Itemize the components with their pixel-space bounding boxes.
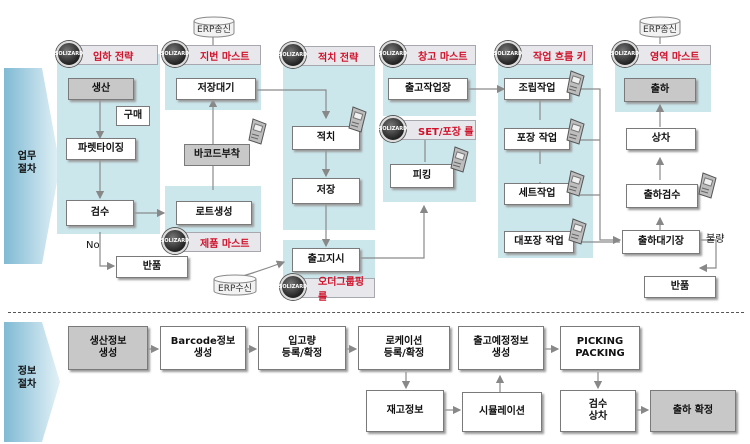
picking-packing-box: PICKING PACKING (560, 326, 640, 370)
erp-recv-cylinder (213, 274, 257, 296)
return-box-2: 반품 (644, 276, 716, 298)
barcode-scanner-icon (566, 170, 585, 197)
inspect-load-box: 검수 상차 (560, 390, 636, 432)
storage-wait-box: 저장대기 (176, 78, 256, 100)
barcode-scanner-icon (566, 118, 585, 145)
location-register-box: 로케이션 등록/확정 (358, 326, 450, 370)
barcode-scanner-icon (698, 172, 717, 199)
receipt-qty-box: 입고량 등록/확정 (258, 326, 346, 370)
erp-send-cylinder-1 (193, 16, 235, 38)
lot-create-box: 로트생성 (176, 201, 252, 225)
inspection-box: 검수 (66, 200, 134, 226)
stack-box: 적치 (292, 126, 360, 150)
defect-label: 불량 (706, 234, 725, 245)
erp-send-cylinder-2 (639, 16, 681, 38)
shipping-box: 출하 (624, 78, 696, 102)
big-packing-box: 대포장 작업 (504, 231, 574, 253)
solizard-badge-icon: SOLIZARD (494, 41, 522, 67)
section-divider (8, 312, 744, 313)
barcode-scanner-icon (348, 106, 367, 133)
palletizing-box: 파렛타이징 (66, 138, 136, 160)
barcode-scanner-icon (248, 118, 267, 145)
ship-inspect-box: 출하검수 (626, 184, 698, 208)
barcode-scanner-icon (566, 70, 585, 97)
assembly-box: 조립작업 (504, 78, 570, 100)
outbound-order-box: 출고지시 (292, 248, 360, 272)
solizard-badge-icon: SOLIZARD (55, 41, 83, 67)
solizard-badge-icon: SOLIZARD (279, 42, 307, 68)
set-work-box: 세트작업 (504, 183, 570, 205)
solizard-badge-icon: SOLIZARD (611, 41, 639, 67)
stacking-strategy-header: 적치 전략 (285, 46, 375, 66)
barcode-scanner-icon (450, 146, 469, 173)
purchase-box: 구매 (116, 106, 150, 126)
packing-box: 포장 작업 (504, 128, 570, 150)
store-box: 저장 (292, 178, 360, 204)
solizard-badge-icon: SOLIZARD (161, 41, 189, 67)
product-master-header: 제품 마스트 (167, 232, 261, 252)
ship-confirm-box: 출하 확정 (650, 390, 736, 432)
barcode-attach-box: 바코드부착 (184, 144, 250, 166)
loading-box: 상차 (626, 128, 696, 150)
solizard-badge-icon: SOLIZARD (161, 228, 189, 254)
stock-info-box: 재고정보 (366, 390, 444, 432)
simulation-box: 시뮬레이션 (462, 392, 542, 432)
outbound-station-box: 출고작업장 (388, 78, 468, 100)
solizard-badge-icon: SOLIZARD (379, 116, 407, 142)
erp-recv-label: ERP수신 (218, 284, 252, 294)
production-box: 생산 (68, 78, 134, 100)
barcode-info-box: Barcode정보 생성 (160, 326, 246, 370)
ship-wait-box: 출하대기장 (622, 230, 700, 254)
erp-send-label-1: ERP송신 (197, 25, 231, 35)
no-label: No (86, 240, 100, 251)
solizard-badge-icon: SOLIZARD (279, 274, 307, 300)
barcode-scanner-icon (568, 218, 587, 245)
erp-send-label-2: ERP송신 (643, 25, 677, 35)
info-procedure-arrow (4, 322, 60, 442)
return-box-1: 반품 (116, 256, 188, 278)
production-info-box: 생산정보 생성 (68, 326, 148, 370)
outbound-plan-box: 출고예정정보 생성 (458, 326, 544, 370)
work-procedure-arrow (4, 68, 60, 264)
picking-box: 피킹 (390, 164, 454, 188)
warehouse-master-header: 창고 마스트 (385, 45, 476, 65)
solizard-badge-icon: SOLIZARD (379, 41, 407, 67)
